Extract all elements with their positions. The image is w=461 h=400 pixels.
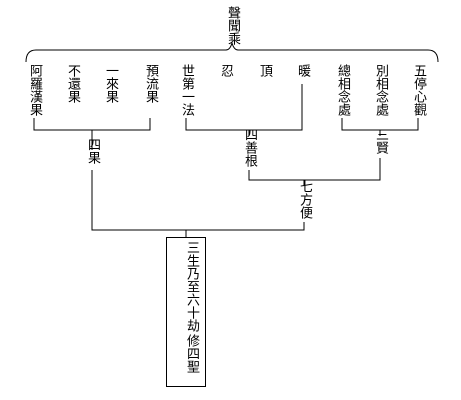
group-four-good-roots: 四善根 (242, 128, 257, 167)
group-seven-expedients: 七方便 (297, 180, 312, 219)
bracket-four-roots (185, 84, 303, 131)
label-specific-mindfulness: 別相念處 (373, 64, 388, 116)
group-four-fruits: 四果 (85, 138, 100, 164)
label-general-mindfulness: 總相念處 (335, 64, 350, 116)
label-sotapanna: 預流果 (143, 64, 158, 103)
bracket-four-fruits (33, 118, 151, 131)
label-arhat: 阿羅漢果 (27, 64, 42, 116)
label-summit: 頂 (257, 64, 272, 77)
top-brace (25, 41, 439, 63)
label-anagami: 不還果 (65, 64, 80, 103)
label-five-stopping-mind: 五停心觀 (411, 64, 426, 116)
label-patience: 忍 (218, 64, 233, 77)
bottom-join (91, 170, 305, 231)
result-box (166, 237, 206, 387)
bracket-seven-expedients (248, 158, 381, 181)
label-warmth: 暖 (295, 64, 310, 77)
title-sravakayana: 聲聞乘 (225, 6, 240, 45)
label-world-first-dharma: 世第一法 (179, 64, 194, 116)
label-sakadagami: 一來果 (103, 64, 118, 103)
box-line-1: 三生乃至六十劫 (184, 241, 199, 332)
group-three-wise: 三賢 (373, 128, 388, 154)
box-line-2: 修四聖 (184, 334, 199, 373)
